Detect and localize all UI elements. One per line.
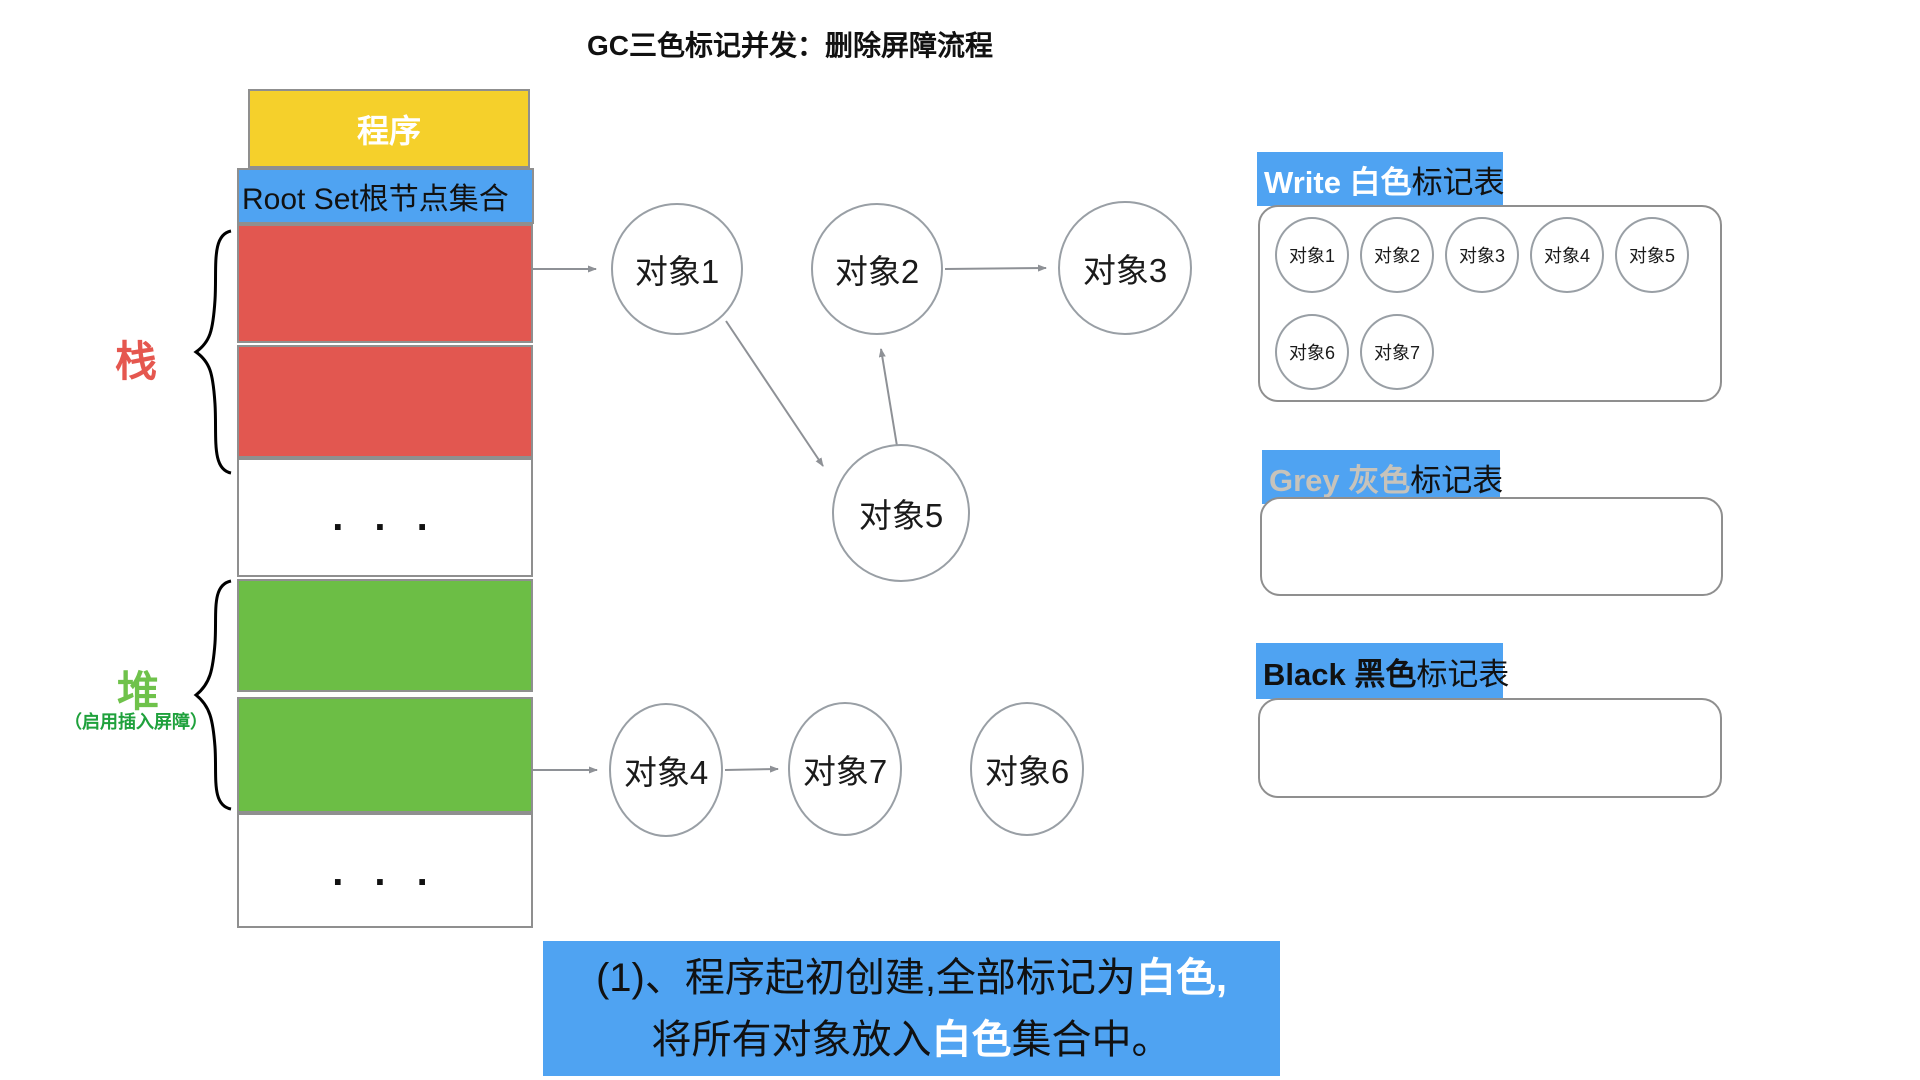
white-table-item-obj2: 对象2 — [1360, 217, 1434, 293]
arrow-obj4-to-obj7 — [724, 765, 779, 773]
grey-table-label: Grey 灰色标记表 — [1262, 450, 1504, 504]
caption-line-1: (1)、程序起初创建,全部标记为白色, — [543, 947, 1280, 1009]
heap-slot-green-2 — [237, 697, 533, 813]
graph-node-obj5: 对象5 — [832, 444, 970, 582]
caption-line2-text: 将所有对象放入 — [651, 1018, 932, 1062]
heap-slot-green-1 — [237, 579, 533, 692]
black-table-label: Black 黑色标记表 — [1256, 643, 1509, 699]
grey-table-label-en: Grey 灰色 — [1269, 462, 1411, 498]
arrow-obj5-to-obj2 — [878, 348, 898, 447]
graph-node-obj3: 对象3 — [1058, 201, 1192, 335]
heap-note: （启用插入屏障） — [64, 712, 208, 732]
white-table-label-cn: 标记表 — [1411, 164, 1505, 200]
graph-node-obj1: 对象1 — [611, 203, 743, 335]
black-table-label-en: Black 黑色 — [1263, 656, 1417, 692]
graph-node-obj6: 对象6 — [970, 702, 1084, 836]
stack-label: 栈 — [114, 338, 157, 385]
white-table-label-en: Write 白色 — [1264, 164, 1412, 200]
arrow-obj1-to-obj5 — [725, 320, 824, 467]
memory-slot-empty-1 — [237, 458, 533, 577]
white-table-item-obj6: 对象6 — [1275, 314, 1349, 390]
grey-table-label-cn: 标记表 — [1410, 462, 1504, 498]
arrow-obj2-to-obj3 — [944, 264, 1047, 272]
step-caption: (1)、程序起初创建,全部标记为白色, 将所有对象放入白色集合中。 — [543, 941, 1280, 1076]
black-table-box — [1258, 698, 1722, 798]
white-table-item-obj3: 对象3 — [1445, 217, 1519, 293]
ellipsis-dots-bottom: . . . — [332, 850, 438, 894]
page-title: GC三色标记并发：删除屏障流程 — [586, 30, 993, 61]
caption-line2-highlight: 白色 — [931, 1018, 1012, 1062]
caption-line1-text: (1)、程序起初创建,全部标记为 — [595, 956, 1136, 1000]
graph-node-obj4: 对象4 — [609, 703, 723, 837]
heap-label: 堆 — [116, 668, 159, 715]
stack-slot-red-1 — [237, 224, 533, 343]
white-table-item-obj7: 对象7 — [1360, 314, 1434, 390]
black-table-label-cn: 标记表 — [1416, 656, 1510, 692]
caption-line1-highlight: 白色, — [1135, 956, 1228, 1000]
stack-brace — [193, 229, 232, 475]
white-table-item-obj4: 对象4 — [1530, 217, 1604, 293]
grey-table-box — [1260, 497, 1723, 596]
stack-slot-red-2 — [237, 345, 533, 458]
ellipsis-dots-top: . . . — [332, 495, 438, 539]
white-table-label: Write 白色标记表 — [1257, 152, 1505, 206]
caption-line-2: 将所有对象放入白色集合中。 — [543, 1009, 1280, 1071]
graph-node-obj2: 对象2 — [811, 203, 943, 335]
graph-node-obj7: 对象7 — [788, 702, 902, 836]
memory-slot-empty-2 — [237, 813, 533, 928]
caption-line2-suffix: 集合中。 — [1011, 1018, 1172, 1062]
white-table-item-obj5: 对象5 — [1615, 217, 1689, 293]
root-set-bar: Root Set根节点集合 — [237, 168, 534, 224]
program-box: 程序 — [248, 89, 530, 168]
white-table-item-obj1: 对象1 — [1275, 217, 1349, 293]
heap-brace — [193, 579, 232, 811]
